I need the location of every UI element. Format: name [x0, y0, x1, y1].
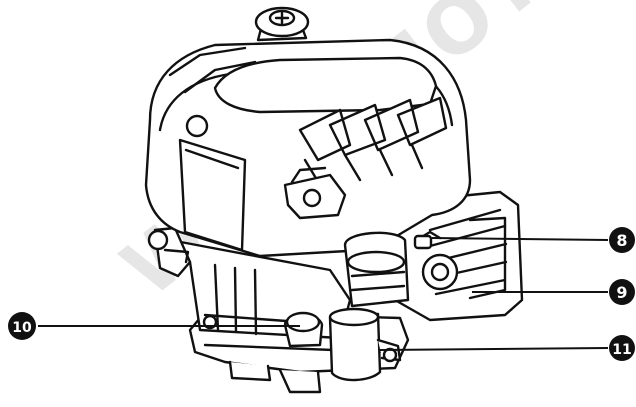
callout-8: 8 — [609, 227, 635, 253]
cover-top — [213, 56, 438, 114]
callout-8-number: 8 — [616, 231, 627, 250]
engine-illustration — [144, 6, 524, 394]
callout-11: 11 — [609, 335, 635, 361]
starter-grille — [428, 208, 508, 296]
callout-11-number: 11 — [612, 342, 631, 358]
callout-9: 9 — [609, 279, 635, 305]
callout-10: 10 — [8, 312, 36, 340]
callout-10-number: 10 — [12, 320, 32, 336]
cover-panel — [178, 138, 247, 252]
leader-line-11 — [379, 347, 609, 351]
leader-line-8 — [431, 237, 609, 241]
leader-lines — [38, 237, 609, 351]
callout-9-number: 9 — [616, 283, 627, 302]
fuel-bowl — [328, 312, 382, 382]
cooling-fins — [298, 96, 448, 162]
